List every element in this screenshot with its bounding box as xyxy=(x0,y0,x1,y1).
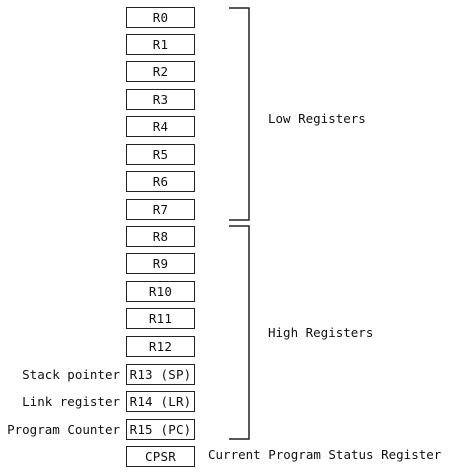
register-r14-lr: R14 (LR) xyxy=(126,391,195,412)
register-r3: R3 xyxy=(126,89,195,110)
register-r7: R7 xyxy=(126,199,195,220)
register-r8: R8 xyxy=(126,226,195,247)
register-r5: R5 xyxy=(126,144,195,165)
cpsr-description: Current Program Status Register xyxy=(208,447,442,462)
register-cpsr: CPSR xyxy=(126,446,195,467)
high-registers-bracket xyxy=(229,225,250,440)
register-r11: R11 xyxy=(126,308,195,329)
stack-pointer-label: Stack pointer xyxy=(22,367,120,382)
low-registers-bracket xyxy=(229,7,250,221)
register-r0: R0 xyxy=(126,7,195,28)
register-r12: R12 xyxy=(126,336,195,357)
register-r1: R1 xyxy=(126,34,195,55)
register-r10: R10 xyxy=(126,281,195,302)
register-r6: R6 xyxy=(126,171,195,192)
register-r4: R4 xyxy=(126,116,195,137)
high-registers-label: High Registers xyxy=(268,325,374,340)
register-r13-sp: R13 (SP) xyxy=(126,364,195,385)
program-counter-label: Program Counter xyxy=(7,422,120,437)
register-r9: R9 xyxy=(126,253,195,274)
register-r2: R2 xyxy=(126,61,195,82)
link-register-label: Link register xyxy=(22,394,120,409)
register-r15-pc: R15 (PC) xyxy=(126,419,195,440)
low-registers-label: Low Registers xyxy=(268,111,366,126)
